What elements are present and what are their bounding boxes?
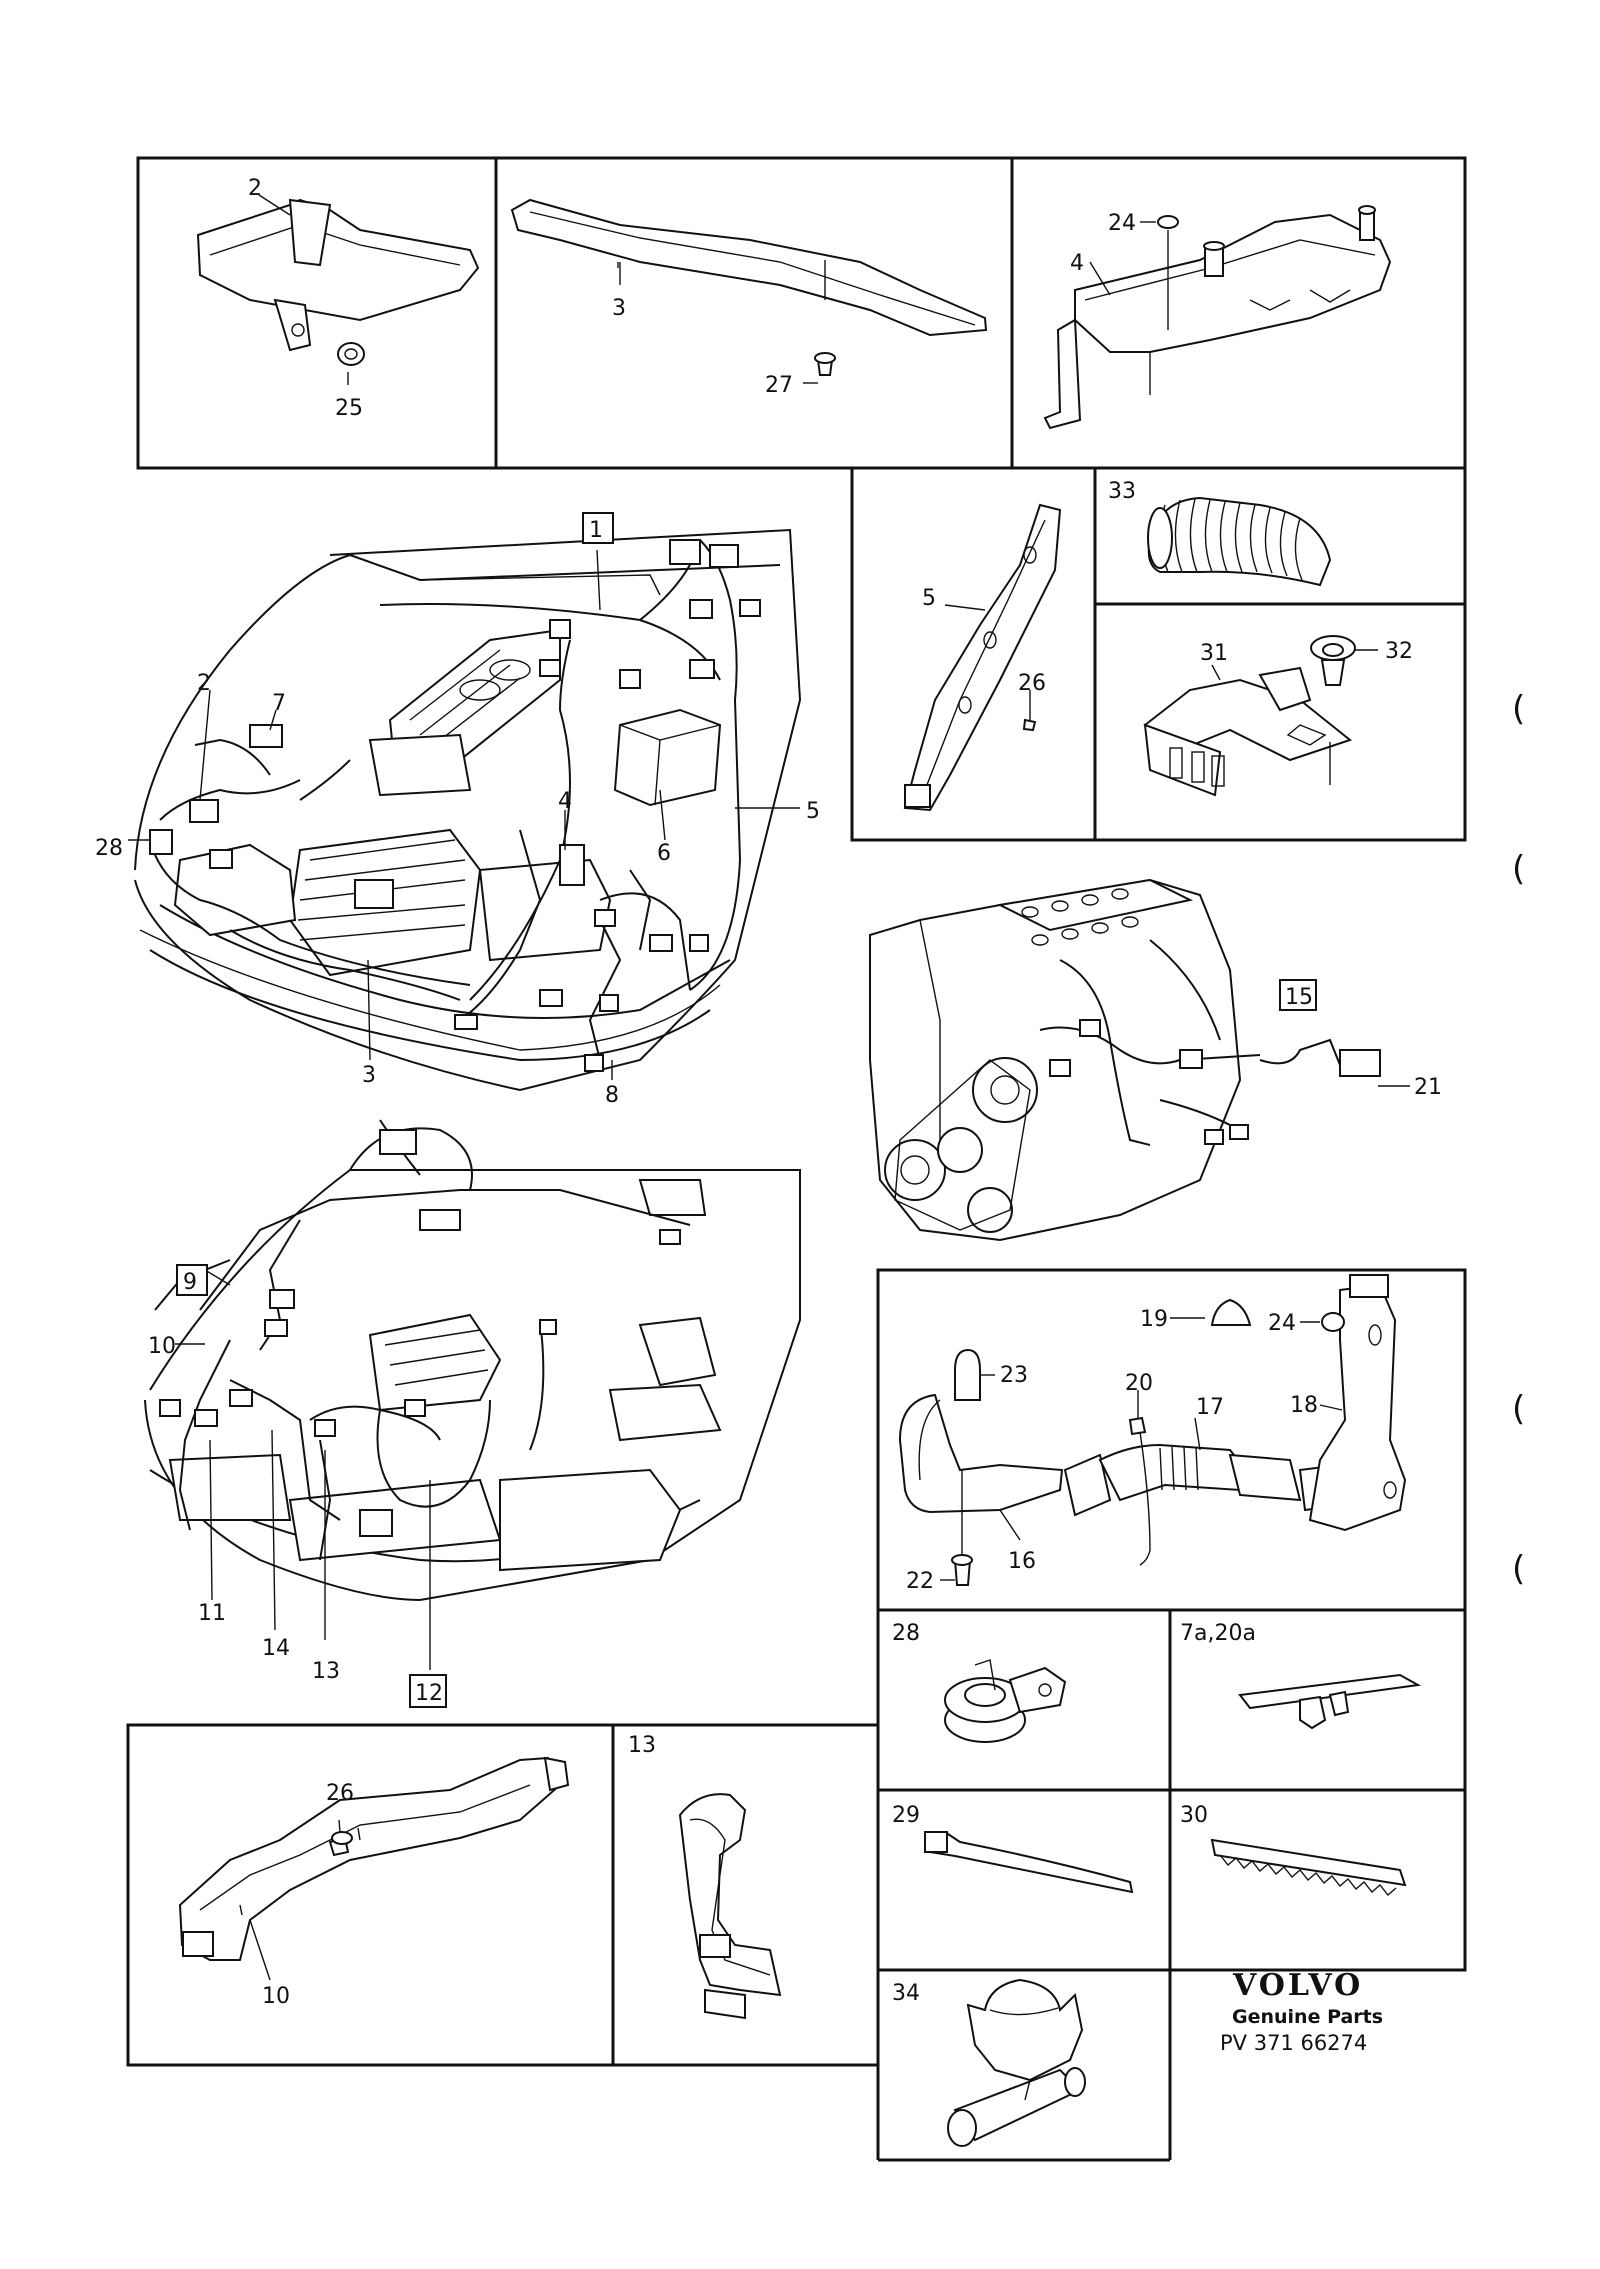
label-part-16: 16 xyxy=(1008,1549,1036,1574)
panel-part-5-labels: 5 26 xyxy=(922,586,1046,696)
label-harness-1: 1 xyxy=(589,518,603,543)
car-lower-wiring-labels: 9 10 11 14 13 12 xyxy=(148,1264,447,1708)
label-part-24-duct: 24 xyxy=(1268,1311,1296,1336)
right-middle-frames xyxy=(850,466,1467,842)
label-part-7: 7 xyxy=(272,691,286,716)
label-part-27: 27 xyxy=(765,373,793,398)
margin-mark: ( xyxy=(1512,1389,1525,1429)
volvo-footer: VOLVO Genuine Parts PV 371 66274 xyxy=(1220,1968,1383,2055)
panel-part-4-labels: 24 4 xyxy=(1070,211,1136,276)
left-lower-frames xyxy=(126,1723,880,2067)
panel-part-13-bracket xyxy=(678,1793,782,2020)
brand-subtitle: Genuine Parts xyxy=(1232,2006,1383,2028)
panel-part-3-shield xyxy=(510,198,988,384)
label-part-23: 23 xyxy=(1000,1363,1028,1388)
panel-part-31-bracket xyxy=(1143,635,1378,797)
harness-callout-box-1 xyxy=(582,512,614,544)
panel-part-2-labels: 2 25 xyxy=(248,176,363,421)
label-part-31: 31 xyxy=(1200,641,1228,666)
panel-intake-duct-parts xyxy=(898,1274,1407,1586)
panel-part-5-bracket xyxy=(903,503,1062,812)
label-part-22: 22 xyxy=(906,1569,934,1594)
label-part-5-harness: 5 xyxy=(806,799,820,824)
panel-part-28-grommet xyxy=(944,1659,1067,1743)
label-part-33: 33 xyxy=(1108,479,1136,504)
margin-marks: ( ( ( ( xyxy=(1512,689,1525,1589)
label-part-13: 13 xyxy=(628,1733,656,1758)
panel-part-30-serrated-strip xyxy=(1210,1838,1407,1897)
right-lower-frames xyxy=(876,1268,1467,2162)
harness-callout-box-12 xyxy=(409,1674,447,1708)
panel-part-4-cover xyxy=(1043,205,1392,430)
label-part-6: 6 xyxy=(657,841,671,866)
label-part-10: 10 xyxy=(262,1984,290,2009)
label-part-3: 3 xyxy=(612,296,626,321)
label-part-20: 20 xyxy=(1125,1371,1153,1396)
harness-callout-box-15 xyxy=(1279,979,1317,1011)
label-part-30: 30 xyxy=(1180,1803,1208,1828)
reference-number: PV 371 66274 xyxy=(1220,2031,1367,2055)
label-part-2: 2 xyxy=(248,176,262,201)
engine-wiring-labels: 15 21 xyxy=(1279,979,1442,1100)
label-harness-15: 15 xyxy=(1285,985,1313,1010)
label-part-28: 28 xyxy=(892,1621,920,1646)
margin-mark: ( xyxy=(1512,689,1525,729)
harness-callout-box-9 xyxy=(176,1264,208,1296)
label-part-4: 4 xyxy=(1070,251,1084,276)
top-row-frames xyxy=(136,156,1467,470)
panel-part-10-labels: 26 10 xyxy=(262,1781,354,2009)
panel-part-10-channel xyxy=(178,1756,570,1981)
label-part-29: 29 xyxy=(892,1803,920,1828)
label-part-21: 21 xyxy=(1414,1075,1442,1100)
label-part-2-harness: 2 xyxy=(197,671,211,696)
car-front-wiring-labels: 1 2 7 28 4 6 5 3 8 xyxy=(95,512,820,1108)
label-part-5: 5 xyxy=(922,586,936,611)
label-part-34: 34 xyxy=(892,1981,920,2006)
label-part-10-harness: 10 xyxy=(148,1334,176,1359)
panel-part-29-cable-tie xyxy=(924,1830,1134,1894)
label-part-7a-20a: 7a,20a xyxy=(1180,1621,1256,1646)
label-part-13-harness: 13 xyxy=(312,1659,340,1684)
label-part-25: 25 xyxy=(335,396,363,421)
label-part-11: 11 xyxy=(198,1601,226,1626)
margin-mark: ( xyxy=(1512,1549,1525,1589)
margin-mark: ( xyxy=(1512,849,1525,889)
label-part-4-harness: 4 xyxy=(558,789,572,814)
label-harness-12: 12 xyxy=(415,1681,443,1706)
engine-wiring-view xyxy=(869,878,1410,1242)
label-part-28-harness: 28 xyxy=(95,836,123,861)
label-part-18: 18 xyxy=(1290,1393,1318,1418)
panel-part-31-labels: 31 32 xyxy=(1200,639,1413,666)
label-harness-9: 9 xyxy=(183,1270,197,1295)
label-part-17: 17 xyxy=(1196,1395,1224,1420)
label-part-8: 8 xyxy=(605,1083,619,1108)
label-part-14: 14 xyxy=(262,1636,290,1661)
label-part-26: 26 xyxy=(1018,671,1046,696)
label-part-26-channel: 26 xyxy=(326,1781,354,1806)
car-lower-wiring-view xyxy=(144,1119,801,1670)
panel-part-33-conduit xyxy=(1147,496,1332,587)
label-part-3-harness: 3 xyxy=(362,1063,376,1088)
label-part-24: 24 xyxy=(1108,211,1136,236)
panel-intake-duct-labels: 19 24 23 20 17 18 22 16 xyxy=(906,1307,1318,1594)
panel-part-3-labels: 3 27 xyxy=(612,296,793,398)
label-part-19: 19 xyxy=(1140,1307,1168,1332)
label-part-32: 32 xyxy=(1385,639,1413,664)
panel-part-2-bracket xyxy=(196,194,480,385)
brand-logo: VOLVO xyxy=(1232,1968,1363,2003)
panel-part-34-clip xyxy=(947,1978,1086,2147)
panel-part-7a-20a-strip xyxy=(1238,1673,1422,1730)
car-front-wiring-view xyxy=(128,528,802,1091)
